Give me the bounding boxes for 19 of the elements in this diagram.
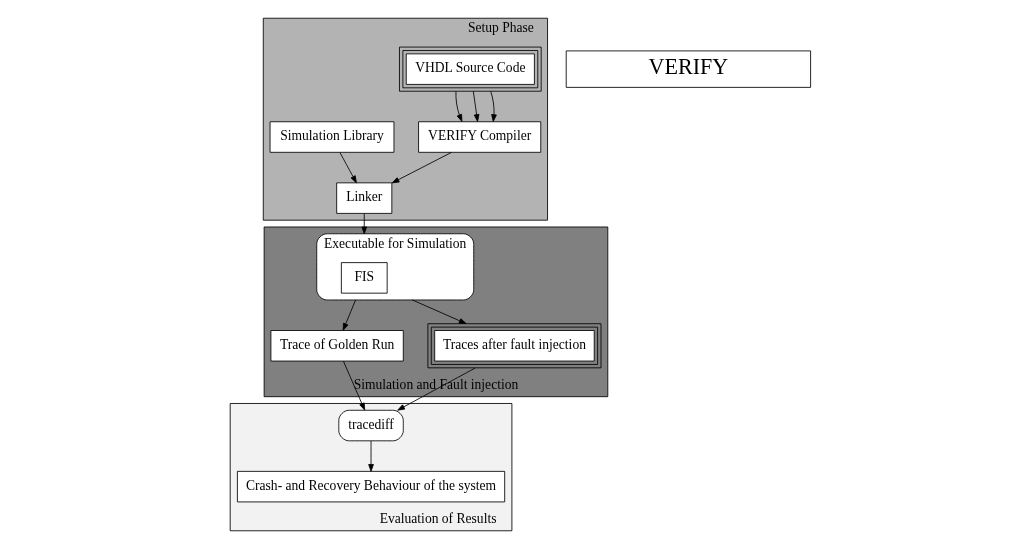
arrow <box>472 90 480 122</box>
node-box: tracediff <box>338 409 404 442</box>
node-box: VERIFY Compiler <box>418 121 542 153</box>
arrow <box>455 90 463 122</box>
arrow <box>391 152 452 184</box>
node-box: Linker <box>336 182 393 214</box>
arrow <box>342 299 356 331</box>
node-box: Trace of Golden Run <box>270 330 404 362</box>
node-box: VERIFY <box>565 50 812 88</box>
arrow <box>490 90 497 122</box>
arrow <box>397 367 476 411</box>
arrow <box>411 299 467 325</box>
arrow <box>339 152 357 184</box>
node-box: Simulation Library <box>269 121 395 153</box>
arrow <box>361 213 368 235</box>
arrow <box>368 440 374 472</box>
node-box: Crash- and Recovery Behaviour of the system <box>236 470 506 503</box>
arrow <box>343 360 366 411</box>
node-box: FIS <box>340 262 388 294</box>
